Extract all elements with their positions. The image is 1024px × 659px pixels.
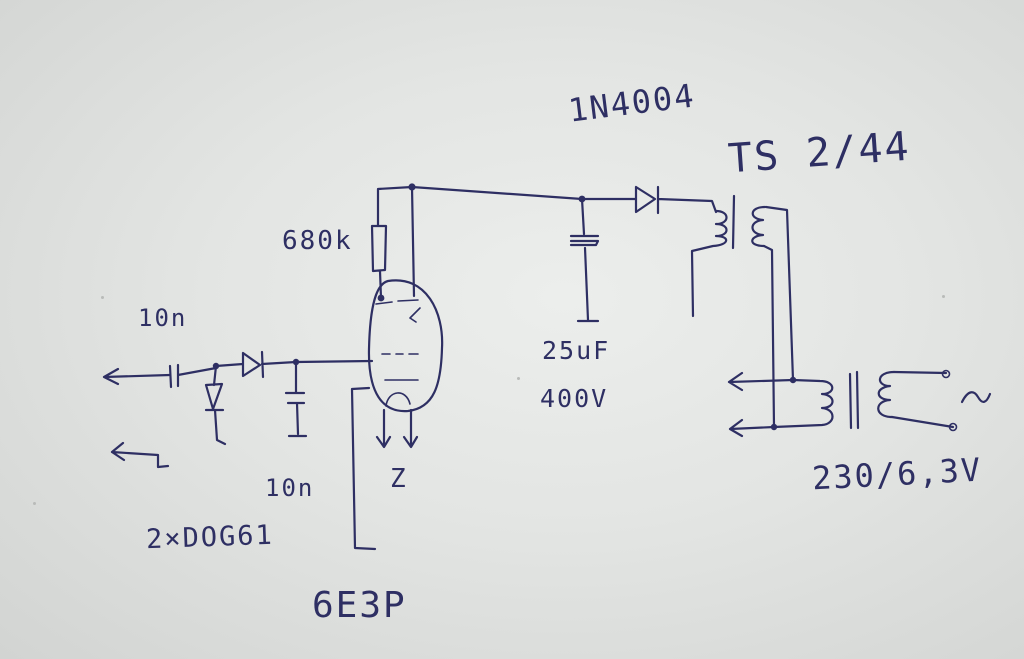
filter-capacitor-value-label: 25uF bbox=[542, 336, 611, 365]
detector-capacitor bbox=[284, 360, 308, 438]
hv-rail bbox=[410, 185, 638, 201]
ac-source-symbol bbox=[960, 391, 992, 404]
rectifier-diode bbox=[634, 185, 718, 215]
tube-envelope bbox=[367, 279, 444, 413]
tube-cathode-wire bbox=[350, 386, 377, 551]
paper-speck bbox=[101, 296, 104, 299]
paper-speck bbox=[517, 377, 520, 380]
tube-part-label: 6E3P bbox=[312, 585, 407, 626]
filament-mark-label: Z bbox=[390, 464, 408, 494]
paper-speck bbox=[942, 295, 945, 298]
detector-diodes-label: 2×DOG61 bbox=[145, 519, 275, 556]
shunt-diode bbox=[204, 364, 227, 446]
junction-dot bbox=[377, 294, 385, 302]
heater-terminals bbox=[727, 371, 795, 438]
filter-capacitor-voltage-label: 400V bbox=[540, 384, 609, 413]
series-diode bbox=[214, 350, 298, 379]
input-capacitor-label: 10n bbox=[138, 304, 188, 332]
resistor-value-label: 680k bbox=[282, 226, 353, 256]
detector-capacitor-label: 10n bbox=[265, 474, 315, 502]
plate-wire bbox=[410, 185, 416, 298]
input-terminal bbox=[102, 367, 172, 386]
heater-leads bbox=[375, 408, 419, 449]
heater-transformer bbox=[772, 369, 958, 432]
plate-resistor bbox=[370, 185, 414, 300]
grid-wire bbox=[294, 359, 374, 364]
ground-terminal bbox=[110, 441, 170, 469]
input-capacitor bbox=[168, 363, 218, 389]
hv-transformer bbox=[690, 194, 795, 429]
filter-capacitor bbox=[569, 197, 600, 323]
tube-internals bbox=[375, 299, 421, 407]
paper-speck bbox=[33, 502, 36, 505]
